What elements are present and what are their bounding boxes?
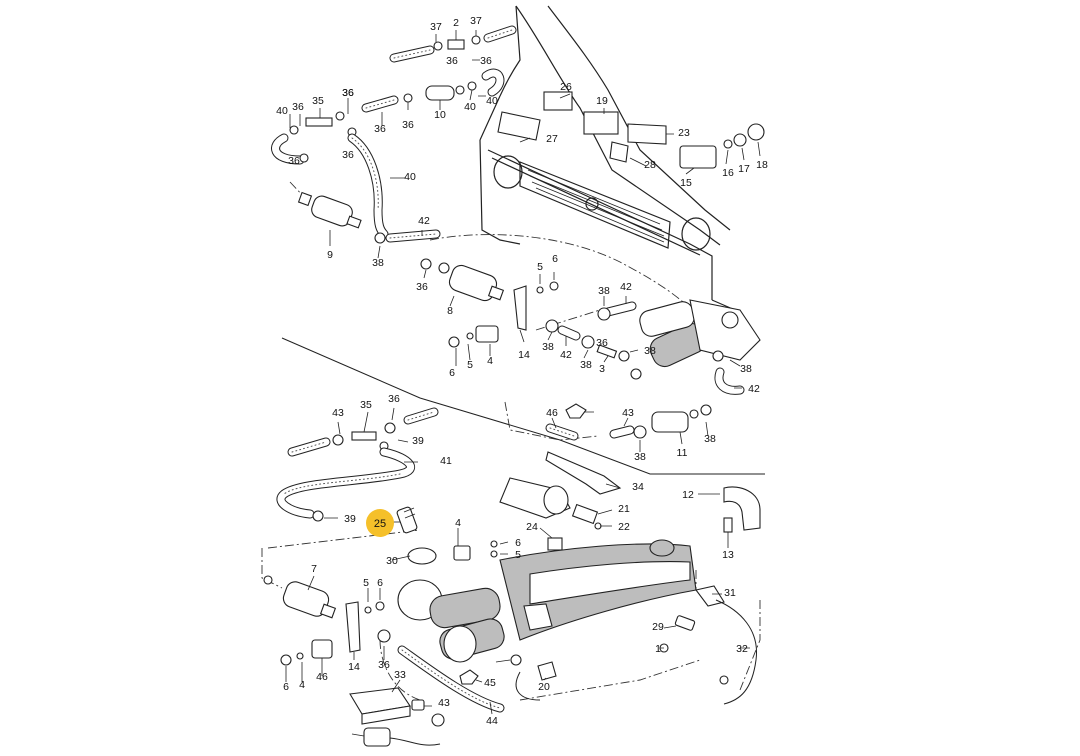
callout-leaders: [285, 30, 761, 737]
callout-38: 38: [634, 451, 646, 463]
callout-30: 30: [386, 555, 398, 567]
callout-17: 17: [738, 163, 750, 175]
callout-24: 24: [526, 521, 538, 533]
callout-23: 23: [678, 127, 690, 139]
callout-26: 26: [560, 81, 572, 93]
callout-3: 3: [599, 363, 605, 375]
callout-41: 41: [440, 455, 452, 467]
callout-46: 46: [316, 671, 328, 683]
callout-38: 38: [580, 359, 592, 371]
callout-16: 16: [722, 167, 734, 179]
callout-46: 46: [546, 407, 558, 419]
callout-37: 37: [470, 15, 482, 27]
callout-18: 18: [756, 159, 768, 171]
callout-2: 2: [453, 17, 459, 29]
callout-7: 7: [311, 563, 317, 575]
callout-11: 11: [677, 447, 688, 459]
callout-36: 36: [480, 55, 492, 67]
callout-19: 19: [596, 95, 608, 107]
callout-37: 37: [430, 21, 442, 33]
callout-25-highlighted: 25: [374, 518, 386, 530]
highlight-marker: [366, 509, 394, 537]
callout-38: 38: [542, 341, 554, 353]
callout-5: 5: [515, 549, 521, 561]
callout-38: 38: [644, 345, 656, 357]
callout-36: 36: [342, 149, 354, 161]
callout-6: 6: [283, 681, 289, 693]
callout-22: 22: [618, 521, 630, 533]
callout-12: 12: [682, 489, 694, 501]
section-separators: [281, 337, 765, 475]
callout-4: 4: [299, 679, 305, 691]
callout-40: 40: [486, 95, 498, 107]
callout-5: 5: [363, 577, 369, 589]
callout-21: 21: [618, 503, 630, 515]
car-front-outline: [479, 5, 736, 311]
callout-42: 42: [748, 383, 760, 395]
callout-36: 36: [388, 393, 400, 405]
callout-34: 34: [632, 481, 644, 493]
callout-40: 40: [464, 101, 476, 113]
callout-29: 29: [652, 621, 664, 633]
callout-6: 6: [552, 253, 558, 265]
callout-6: 6: [449, 367, 455, 379]
callout-9: 9: [327, 249, 333, 261]
callout-14: 14: [518, 349, 530, 361]
callout-14: 14: [348, 661, 360, 673]
callout-36: 36: [374, 123, 386, 135]
callout-5: 5: [467, 359, 473, 371]
callout-38: 38: [740, 363, 752, 375]
routing-lines: [261, 181, 761, 701]
callout-42: 42: [620, 281, 632, 293]
callout-31: 31: [724, 587, 736, 599]
callout-40: 40: [276, 105, 288, 117]
callout-42: 42: [560, 349, 572, 361]
callout-43: 43: [332, 407, 344, 419]
callout-38: 38: [598, 285, 610, 297]
callout-44: 44: [486, 715, 498, 727]
callout-36: 36: [596, 337, 608, 349]
callout-4: 4: [487, 355, 493, 367]
callout-36: 36: [416, 281, 428, 293]
callout-43: 43: [622, 407, 634, 419]
bottom-section-parts: [263, 407, 761, 747]
callout-42: 42: [418, 215, 430, 227]
callout-36: 36: [292, 101, 304, 113]
top-section-parts: [271, 25, 765, 441]
callout-36: 36: [378, 659, 390, 671]
callout-15: 15: [680, 177, 692, 189]
callout-27: 27: [546, 133, 558, 145]
callout-43: 43: [438, 697, 450, 709]
callout-28: 28: [644, 159, 656, 171]
callout-36: 36: [446, 55, 458, 67]
callout-39: 39: [344, 513, 356, 525]
callout-36: 36: [342, 87, 354, 99]
callout-35: 35: [360, 399, 372, 411]
callout-35: 35: [312, 95, 324, 107]
callout-1: 1: [655, 643, 661, 655]
callout-13: 13: [722, 549, 734, 561]
callout-39: 39: [412, 435, 424, 447]
callout-5: 5: [537, 261, 543, 273]
callout-38: 38: [704, 433, 716, 445]
callout-33: 33: [394, 669, 406, 681]
callout-6: 6: [515, 537, 521, 549]
callout-6: 6: [377, 577, 383, 589]
callout-10: 10: [434, 109, 446, 121]
callout-8: 8: [447, 305, 453, 317]
callout-20: 20: [538, 681, 550, 693]
callout-36: 36: [342, 87, 354, 99]
callout-4: 4: [455, 517, 461, 529]
callout-38: 38: [372, 257, 384, 269]
callout-32: 32: [736, 643, 748, 655]
callout-45: 45: [484, 677, 496, 689]
callout-36: 36: [288, 155, 300, 167]
callout-36: 36: [402, 119, 414, 131]
callout-40: 40: [404, 171, 416, 183]
